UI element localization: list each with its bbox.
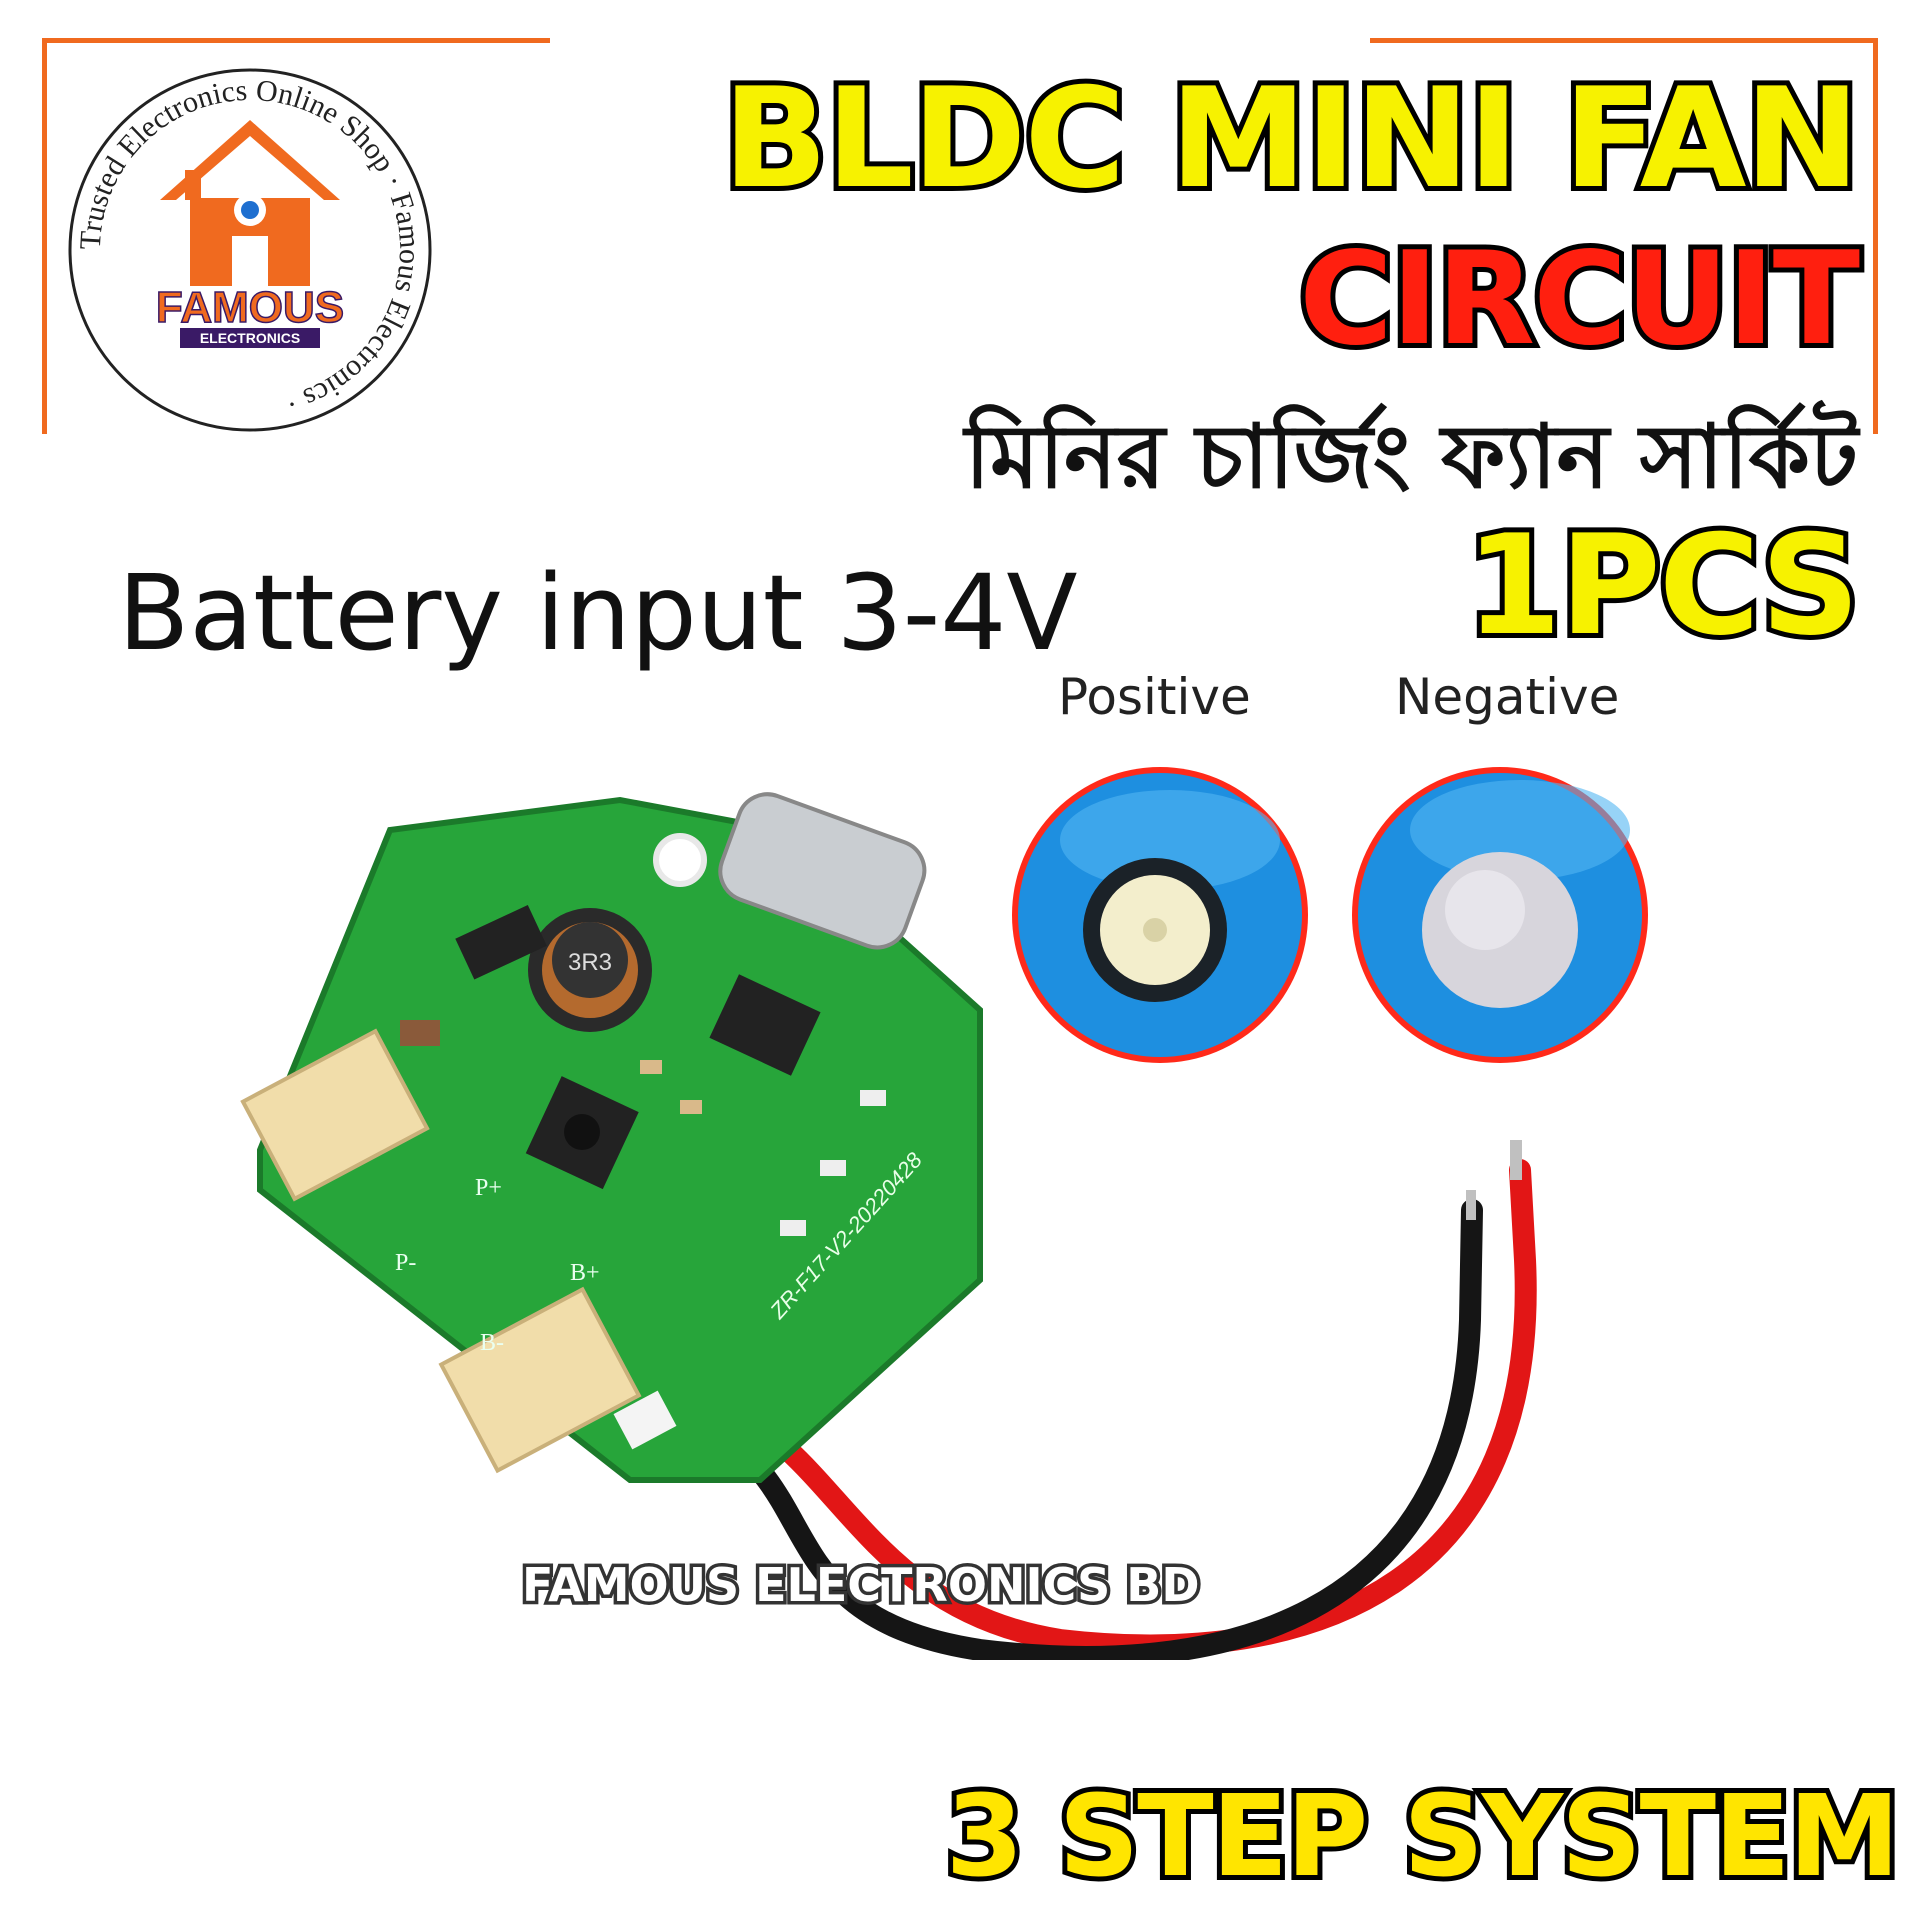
pad-label: P+ bbox=[475, 1175, 502, 1201]
pcb-product-image: 3R3 ZR-F17-V2-20220428 P+ P- B+ B- bbox=[240, 792, 1537, 1660]
battery-positive-image bbox=[1012, 767, 1308, 1063]
pad-label: P- bbox=[395, 1250, 416, 1276]
shop-watermark: FAMOUS ELECTRONICS BD bbox=[519, 1555, 1204, 1616]
negative-label: Negative bbox=[1395, 668, 1620, 726]
footer-tagline: 3 STEP SYSTEM bbox=[941, 1767, 1905, 1907]
pad-label: B- bbox=[480, 1330, 504, 1356]
bengali-title: মিনির চার্জিং ফ্যান সার্কিট bbox=[964, 405, 1858, 508]
product-subtitle: CIRCUIT bbox=[1294, 220, 1865, 379]
battery-negative-image bbox=[1352, 767, 1648, 1063]
ic-chip bbox=[709, 974, 821, 1076]
shop-logo: Trusted Electronics Online Shop · Famous… bbox=[68, 68, 432, 432]
product-title: BLDC MINI FAN bbox=[718, 53, 1865, 224]
logo-brand-text: FAMOUS bbox=[156, 283, 344, 332]
pcb-board: 3R3 ZR-F17-V2-20220428 P+ P- B+ B- bbox=[240, 792, 983, 1483]
wire-pair bbox=[714, 1140, 1537, 1660]
battery-input-spec: Battery input 3-4V bbox=[118, 552, 1078, 674]
usb-c-connector bbox=[718, 792, 927, 950]
jst-connector-fan bbox=[240, 1028, 430, 1202]
logo-sub-text: ELECTRONICS bbox=[200, 330, 300, 346]
inductor-marking: 3R3 bbox=[568, 949, 612, 976]
positive-label: Positive bbox=[1058, 668, 1251, 726]
frame-top-right-line bbox=[1370, 38, 1878, 43]
frame-left-line bbox=[42, 38, 47, 434]
pad-label: B+ bbox=[570, 1260, 600, 1286]
frame-top-left-line bbox=[42, 38, 550, 43]
frame-right-line bbox=[1873, 38, 1878, 434]
quantity-label: 1PCS bbox=[1461, 500, 1865, 671]
jst-connector-battery bbox=[438, 1286, 642, 1474]
house-icon bbox=[160, 120, 340, 286]
